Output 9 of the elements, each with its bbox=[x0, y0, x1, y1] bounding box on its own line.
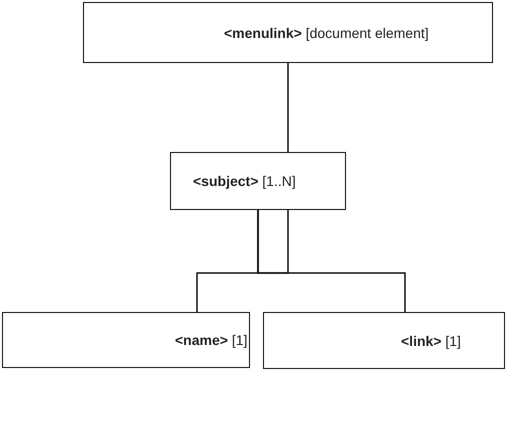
element-box bbox=[263, 312, 505, 369]
element-label: <link> [1] bbox=[401, 332, 461, 348]
element-label: <subject> [1..N] bbox=[193, 173, 296, 189]
element-label: <name> [1] bbox=[175, 332, 248, 348]
element-box bbox=[83, 2, 493, 63]
element-box bbox=[170, 152, 346, 210]
element-label: <menulink> [document element] bbox=[224, 24, 429, 40]
element-box bbox=[2, 312, 250, 368]
connector-line bbox=[257, 210, 406, 312]
